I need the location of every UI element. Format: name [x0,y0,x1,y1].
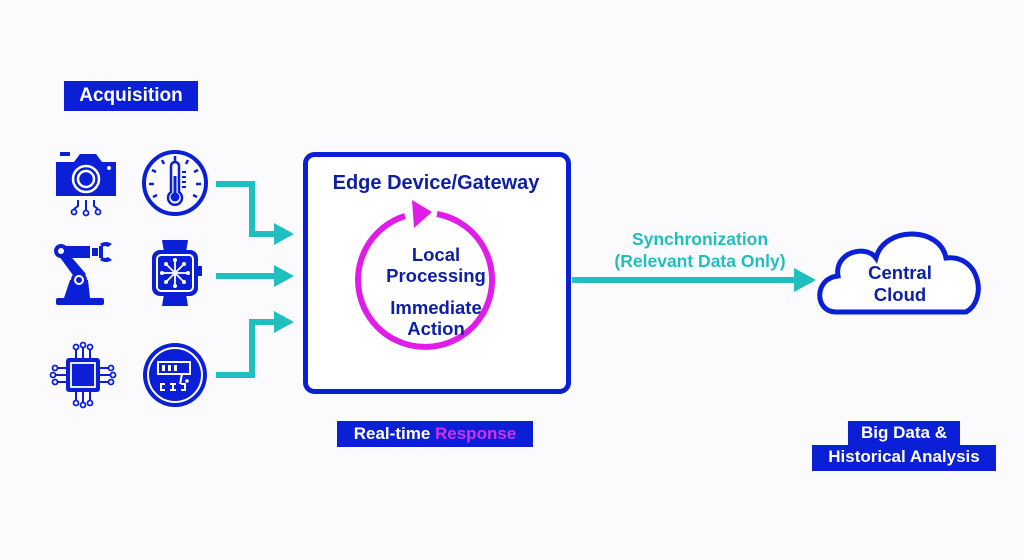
acquisition-label: Acquisition [64,81,198,111]
cloud-label-line2: Cloud [873,284,927,305]
microchip-icon [49,341,117,409]
processing-text: Processing [386,265,486,286]
input-arrow-top [216,181,276,237]
thermometer-gauge-icon [142,150,208,216]
cycle-arrowhead [412,200,432,228]
edge-device-title: Edge Device/Gateway [332,172,540,194]
robotic-arm-icon [54,242,112,305]
arrowhead-sync [794,268,816,292]
meter-icon [143,343,207,407]
arrowhead-bottom [274,311,294,333]
real-time-text: Real-time [353,424,435,443]
camera-icon [56,152,116,217]
local-text: Local [411,244,461,265]
big-data-line2: Historical Analysis [812,445,996,471]
arrowhead-middle [274,265,294,287]
sync-label-line2: (Relevant Data Only) [614,251,786,271]
arrowhead-top [274,223,294,245]
real-time-response-label: Real-time Response [337,421,533,447]
sync-label-line1: Synchronization [631,229,769,249]
input-arrow-bottom [216,319,276,378]
big-data-line1: Big Data & [848,421,960,447]
response-text: Response [435,424,517,443]
central-cloud-shape [817,231,981,315]
smartwatch-icon [152,240,202,306]
action-text: Action [407,318,465,339]
immediate-text: Immediate [390,297,482,318]
cloud-label-line1: Central [868,262,932,283]
sync-label: Synchronization (Relevant Data Only) [590,228,810,272]
processing-cycle-loop [355,211,496,350]
cloud-label: Central Cloud [830,262,970,306]
edge-device-box [303,152,571,394]
